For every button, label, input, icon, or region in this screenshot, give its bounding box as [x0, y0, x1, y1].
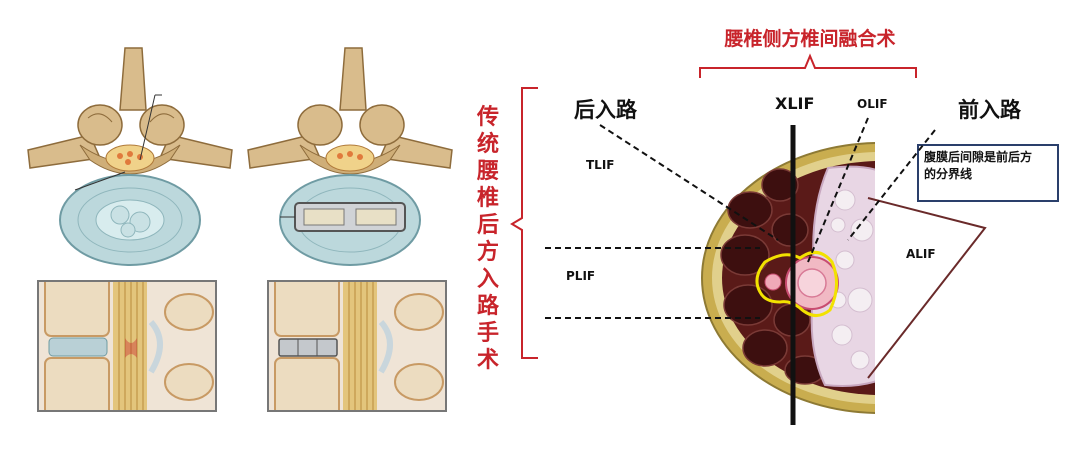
xlif-label: XLIF	[775, 94, 815, 113]
vertebra-top-view-cage	[247, 47, 453, 266]
alif-approach-triangle	[867, 197, 987, 379]
retroperitoneal-annotation-box: 腹膜后间隙是前后方 的分界线	[917, 144, 1059, 202]
lateral-brace	[699, 53, 917, 78]
posterior-approach-vertical-label: 传统腰椎后方入路手术	[476, 105, 499, 373]
plif-label: PLIF	[566, 269, 596, 283]
alif-label: ALIF	[906, 247, 936, 261]
anterior-approach-title: 前入路	[958, 98, 1021, 122]
nerve-region-outline	[755, 250, 838, 317]
olif-label: OLIF	[857, 97, 888, 111]
tlif-approach-line	[599, 124, 779, 241]
annotation-leader-line	[847, 129, 936, 241]
spine-sagittal-view-disc	[37, 280, 217, 412]
olif-approach-line	[807, 117, 869, 263]
annotation-line-2: 的分界线	[924, 167, 973, 181]
posterior-brace	[510, 87, 538, 359]
tlif-label: TLIF	[586, 158, 615, 172]
lateral-approach-header: 腰椎侧方椎间融合术	[724, 28, 896, 50]
spine-sagittal-view-cage	[267, 280, 447, 412]
posterior-approach-title: 后入路	[574, 98, 637, 122]
vertebra-top-view-disc	[27, 47, 233, 266]
annotation-line-1: 腹膜后间隙是前后方	[924, 150, 1033, 164]
anatomy-illustrations	[0, 0, 460, 450]
